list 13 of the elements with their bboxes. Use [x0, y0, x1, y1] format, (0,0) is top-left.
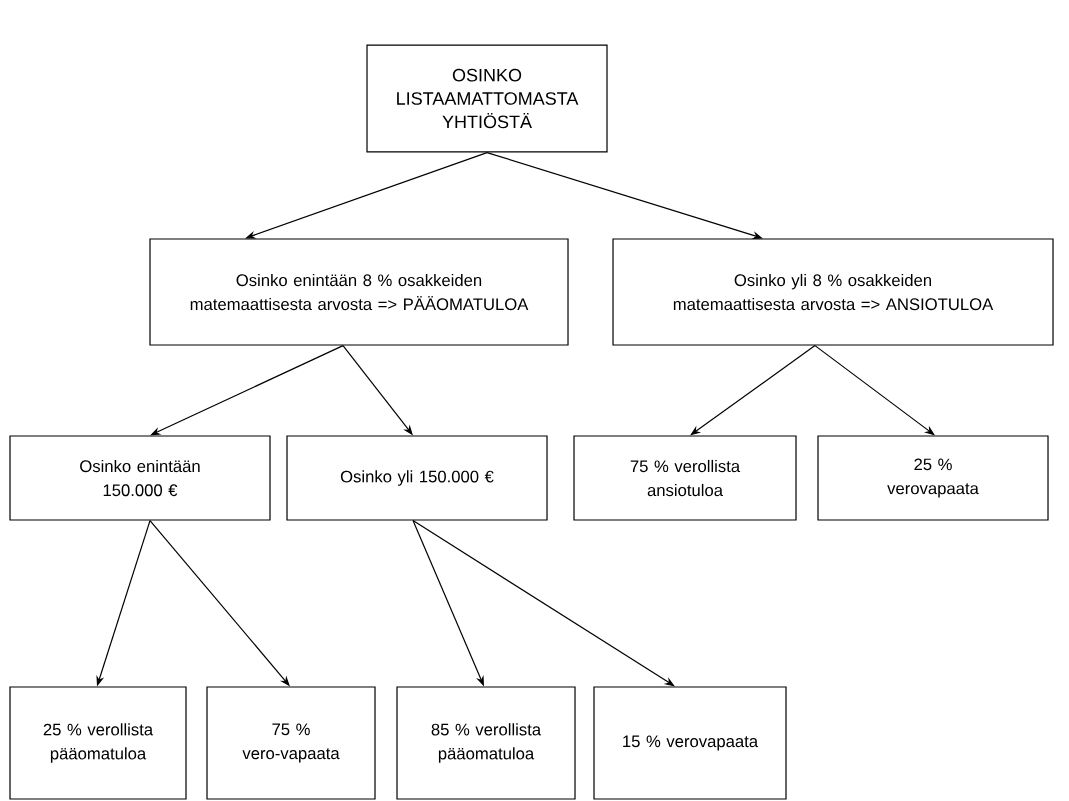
process-box: Osinko yli 8 % osakkeiden matemaattisesta arvosta => ANSIOTULOA — [612, 238, 1054, 346]
process-box: 75 % verollista ansiotuloa — [573, 435, 797, 521]
process-box: OSINKO LISTAAMATTOMASTA YHTIÖSTÄ — [366, 44, 608, 153]
process-box: 25 % verovapaata — [817, 435, 1049, 521]
arrow — [412, 520, 675, 687]
arrow — [150, 345, 344, 436]
process-box: Osinko enintään 8 % osakkeiden matemaattisesta arvosta => PÄÄOMATULOA — [149, 238, 569, 346]
process-box: 25 % verollista pääomatuloa — [9, 686, 187, 800]
process-box: 15 % verovapaata — [593, 686, 787, 800]
process-box: 85 % verollista pääomatuloa — [396, 686, 576, 800]
process-box: 75 % vero-vapaata — [206, 686, 376, 800]
process-box: Osinko enintään 150.000 € — [9, 435, 271, 521]
process-box: Osinko yli 150.000 € — [286, 435, 548, 521]
